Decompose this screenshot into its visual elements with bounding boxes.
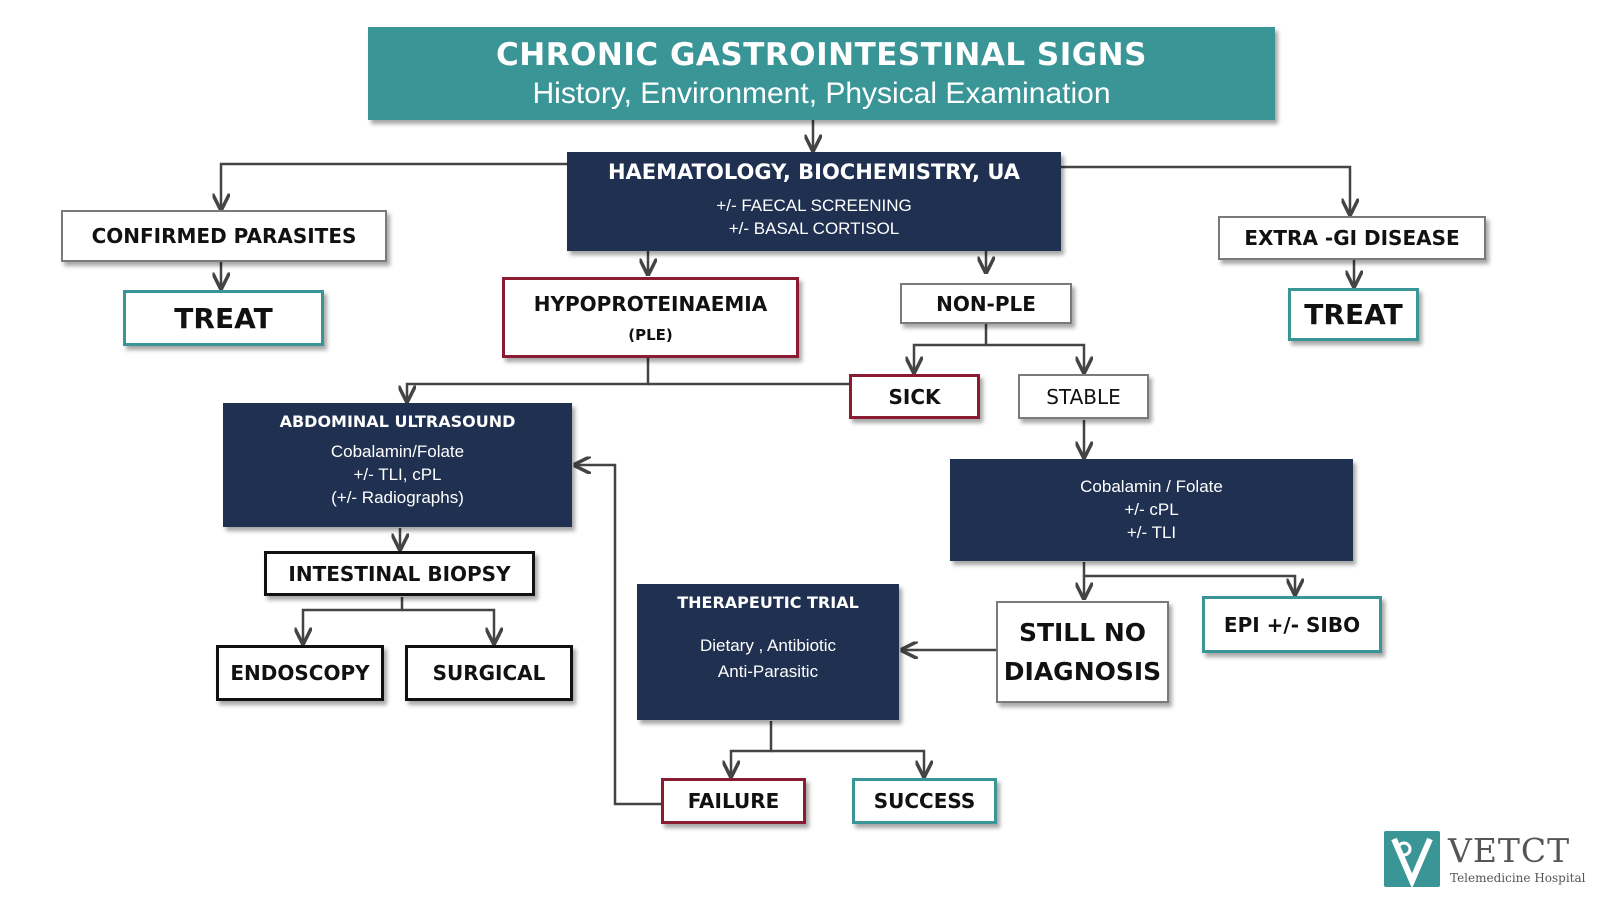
still-no-line-2: DIAGNOSIS [1003,657,1162,686]
haematology-line-2: +/- BASAL CORTISOL [728,219,900,238]
intestinal-biopsy-box: INTESTINAL BIOPSY [264,551,535,596]
logo-v-icon [1391,837,1433,889]
arrow-therapeutic-to-failure [731,721,773,776]
extra-gi-disease-box: EXTRA -GI DISEASE [1218,216,1486,260]
stable-box: STABLE [1018,374,1149,419]
confirmed-parasites-box: CONFIRMED PARASITES [61,210,387,262]
haematology-box: HAEMATOLOGY, BIOCHEMISTRY, UA +/- FAECAL… [567,152,1061,251]
vetct-logo: V VETCT Telemedicine Hospital [1384,831,1600,891]
arrow-haematology-to-extragi [1060,165,1350,214]
therapeutic-trial-line-2: Anti-Parasitic [717,662,819,681]
treat-left-box: TREAT [123,290,324,346]
haematology-title: HAEMATOLOGY, BIOCHEMISTRY, UA [607,160,1020,184]
vetct-logo-mark: V [1384,831,1440,889]
abdominal-ultrasound-box: ABDOMINAL ULTRASOUND Cobalamin/Folate +/… [223,403,572,527]
abdominal-ultrasound-title: ABDOMINAL ULTRASOUND [279,412,516,431]
hypoproteinaemia-sub: (PLE) [628,325,673,344]
treat-right-box: TREAT [1288,288,1419,341]
arrow-biopsy-to-surgical [402,608,494,643]
title-banner: CHRONIC GASTROINTESTINAL SIGNS History, … [368,27,1275,120]
surgical-box: SURGICAL [405,645,573,701]
non-ple-box: NON-PLE [900,283,1072,324]
cobalamin-line-3: +/- TLI [1126,523,1177,542]
hypoproteinaemia-title: HYPOPROTEINAEMIA [533,291,768,316]
epi-sibo-box: EPI +/- SIBO [1202,596,1382,653]
hypoproteinaemia-box: HYPOPROTEINAEMIA (PLE) [502,277,799,358]
abdominal-ultrasound-line-2: +/- TLI, cPL [353,465,442,484]
arrow-nonple-to-sick [914,323,988,372]
title-line-1: CHRONIC GASTROINTESTINAL SIGNS [496,36,1147,73]
arrow-haematology-to-parasites [221,162,567,209]
logo-name: VETCT [1448,831,1571,870]
still-no-diagnosis-box: STILL NO DIAGNOSIS [996,601,1169,703]
arrow-failure-to-abdominal [575,465,662,806]
therapeutic-trial-line-1: Dietary , Antibiotic [699,636,837,655]
still-no-line-1: STILL NO [1018,618,1147,647]
logo-tagline: Telemedicine Hospital [1450,871,1586,885]
cobalamin-folate-box: Cobalamin / Folate +/- cPL +/- TLI [950,459,1353,561]
abdominal-ultrasound-line-3: (+/- Radiographs) [331,488,464,507]
abdominal-ultrasound-line-1: Cobalamin/Folate [330,442,465,461]
failure-box: FAILURE [661,778,806,824]
haematology-line-1: +/- FAECAL SCREENING [716,196,912,215]
sick-box: SICK [849,374,980,419]
endoscopy-box: ENDOSCOPY [216,645,384,701]
cobalamin-line-1: Cobalamin / Folate [1080,477,1223,496]
arrow-hypo-to-abdominal [407,357,650,401]
title-line-2: History, Environment, Physical Examinati… [532,76,1111,110]
success-box: SUCCESS [852,778,997,824]
cobalamin-line-2: +/- cPL [1124,500,1179,519]
arrow-nonple-to-stable [986,343,1084,372]
arrow-biopsy-to-endoscopy [303,597,404,643]
therapeutic-trial-box: THERAPEUTIC TRIAL Dietary , Antibiotic A… [637,584,899,720]
therapeutic-trial-title: THERAPEUTIC TRIAL [677,593,859,612]
arrow-cobalamin-to-epi [1084,574,1295,594]
arrow-therapeutic-to-success [771,749,924,776]
